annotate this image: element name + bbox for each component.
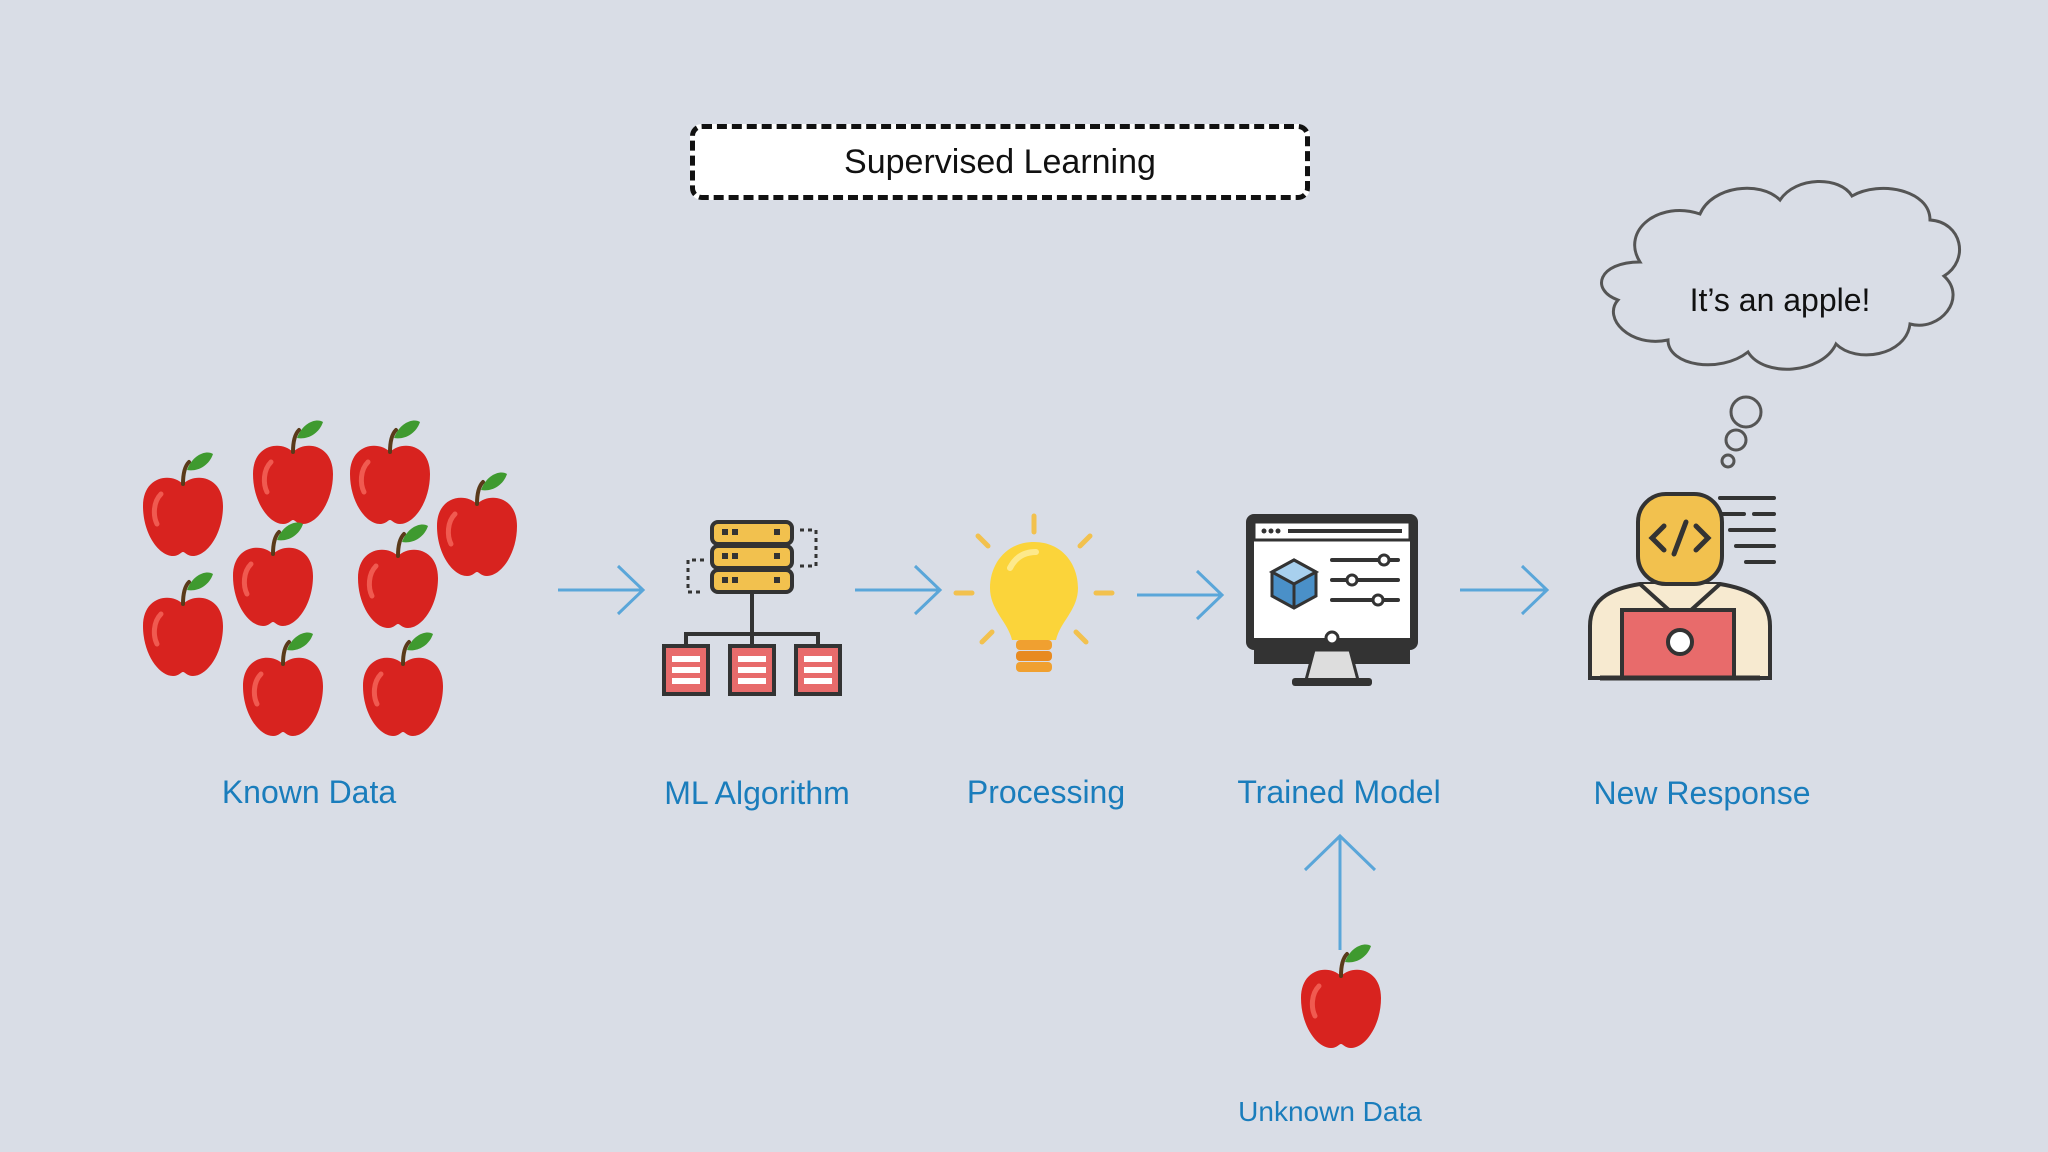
diagram-title-text: Supervised Learning bbox=[844, 142, 1156, 181]
unknown-apple-icon bbox=[1301, 945, 1381, 1048]
arrow-algorithm-to-processing bbox=[855, 564, 943, 616]
label-trained-model: Trained Model bbox=[1237, 774, 1441, 810]
arrow-known-to-algorithm bbox=[558, 564, 646, 616]
thought-bubble-text: It’s an apple! bbox=[1689, 282, 1871, 318]
apple-icon bbox=[243, 633, 323, 736]
arrow-unknown-to-model bbox=[1303, 833, 1377, 950]
label-processing: Processing bbox=[966, 774, 1126, 810]
developer-icon bbox=[1588, 492, 1776, 681]
apple-icon bbox=[437, 473, 517, 576]
label-unknown-data: Unknown Data bbox=[1238, 1096, 1422, 1127]
flow-arrows bbox=[558, 564, 1550, 950]
apple-icon bbox=[358, 525, 438, 628]
arrow-model-to-response bbox=[1460, 564, 1550, 616]
monitor-model-icon bbox=[1246, 514, 1418, 686]
apple-icon bbox=[253, 421, 333, 524]
apple-icon bbox=[143, 573, 223, 676]
label-new-response: New Response bbox=[1593, 775, 1811, 811]
arrow-processing-to-model bbox=[1137, 569, 1225, 621]
lightbulb-icon bbox=[953, 513, 1115, 672]
label-known-data: Known Data bbox=[221, 774, 397, 810]
label-ml-algorithm: ML Algorithm bbox=[664, 775, 850, 811]
apple-icon bbox=[233, 523, 313, 626]
apple-icon bbox=[350, 421, 430, 524]
diagram-title: Supervised Learning bbox=[690, 124, 1310, 200]
known-data-apples bbox=[143, 421, 517, 736]
apple-icon bbox=[363, 633, 443, 736]
server-network-icon bbox=[662, 520, 842, 696]
apple-icon bbox=[143, 453, 223, 556]
thought-bubble-icon bbox=[1600, 180, 1961, 469]
